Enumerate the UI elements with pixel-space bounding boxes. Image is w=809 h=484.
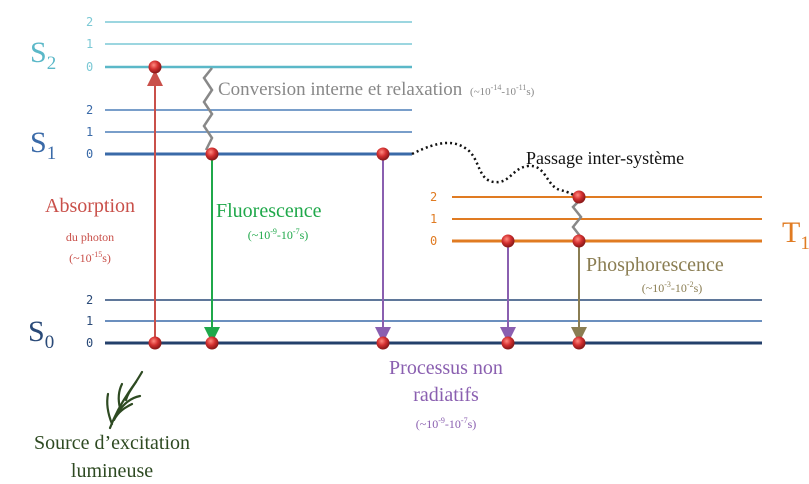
phosphorescence-time: (~10-3-10-2s): [642, 280, 703, 295]
absorption-title: Absorption: [45, 195, 135, 217]
intersystem-crossing-label: Passage inter-système: [526, 148, 684, 168]
s2-state-label: S2: [30, 36, 56, 74]
intersystem-crossing-path: [411, 141, 580, 199]
t1-level-1-label: 1: [430, 212, 437, 226]
s0-levels: 2 1 0 S0: [28, 293, 762, 353]
s2-level-1-label: 1: [86, 37, 93, 51]
dot-s0-phos: [572, 336, 586, 350]
s1-state-label: S1: [30, 126, 56, 164]
dot-s1-nonrad: [376, 147, 390, 161]
internal-conversion-label: Conversion interne et relaxation (~10-14…: [218, 79, 535, 100]
dot-t1-nonrad: [501, 234, 515, 248]
absorption-subtitle: du photon: [66, 230, 114, 244]
light-source-icon: [106, 370, 144, 430]
dot-s1-relaxed: [205, 147, 219, 161]
nonradiative-time: (~10-9-10-7s): [416, 416, 477, 431]
absorption-time: (~10-15s): [69, 250, 111, 265]
dot-t1-phos: [572, 234, 586, 248]
t1-levels: 2 1 0 T1: [430, 190, 809, 254]
dot-s2-absorbed: [148, 60, 162, 74]
light-source-line1: Source d’excitation: [34, 432, 190, 454]
s0-level-2-label: 2: [86, 293, 93, 307]
s2-levels: 2 1 0 S2: [30, 15, 412, 74]
s0-level-0-label: 0: [86, 336, 93, 350]
t1-level-2-label: 2: [430, 190, 437, 204]
s1-level-2-label: 2: [86, 103, 93, 117]
dot-s0-absorption: [148, 336, 162, 350]
t1-state-label: T1: [782, 216, 809, 254]
nonradiative-title-line1: Processus non: [389, 357, 503, 379]
s0-level-1-label: 1: [86, 314, 93, 328]
s2-level-2-label: 2: [86, 15, 93, 29]
internal-conversion-zigzag: [202, 67, 214, 151]
triplet-relaxation-zigzag: [571, 198, 583, 237]
s1-level-1-label: 1: [86, 125, 93, 139]
nonradiative-title-line2: radiatifs: [413, 384, 479, 406]
s2-level-0-label: 0: [86, 60, 93, 74]
light-source-line2: lumineuse: [71, 460, 153, 482]
t1-level-0-label: 0: [430, 234, 437, 248]
transition-dots: [148, 60, 586, 350]
phosphorescence-title: Phosphorescence: [586, 254, 724, 276]
fluorescence-title: Fluorescence: [216, 200, 322, 222]
dot-t1-level2: [572, 190, 586, 204]
s1-levels: 2 1 0 S1: [30, 103, 412, 164]
s0-state-label: S0: [28, 315, 54, 353]
s1-level-0-label: 0: [86, 147, 93, 161]
dot-s0-fluorescence: [205, 336, 219, 350]
fluorescence-time: (~10-9-10-7s): [248, 227, 309, 242]
dot-s0-nonrad-s1: [376, 336, 390, 350]
dot-s0-nonrad-t1: [501, 336, 515, 350]
